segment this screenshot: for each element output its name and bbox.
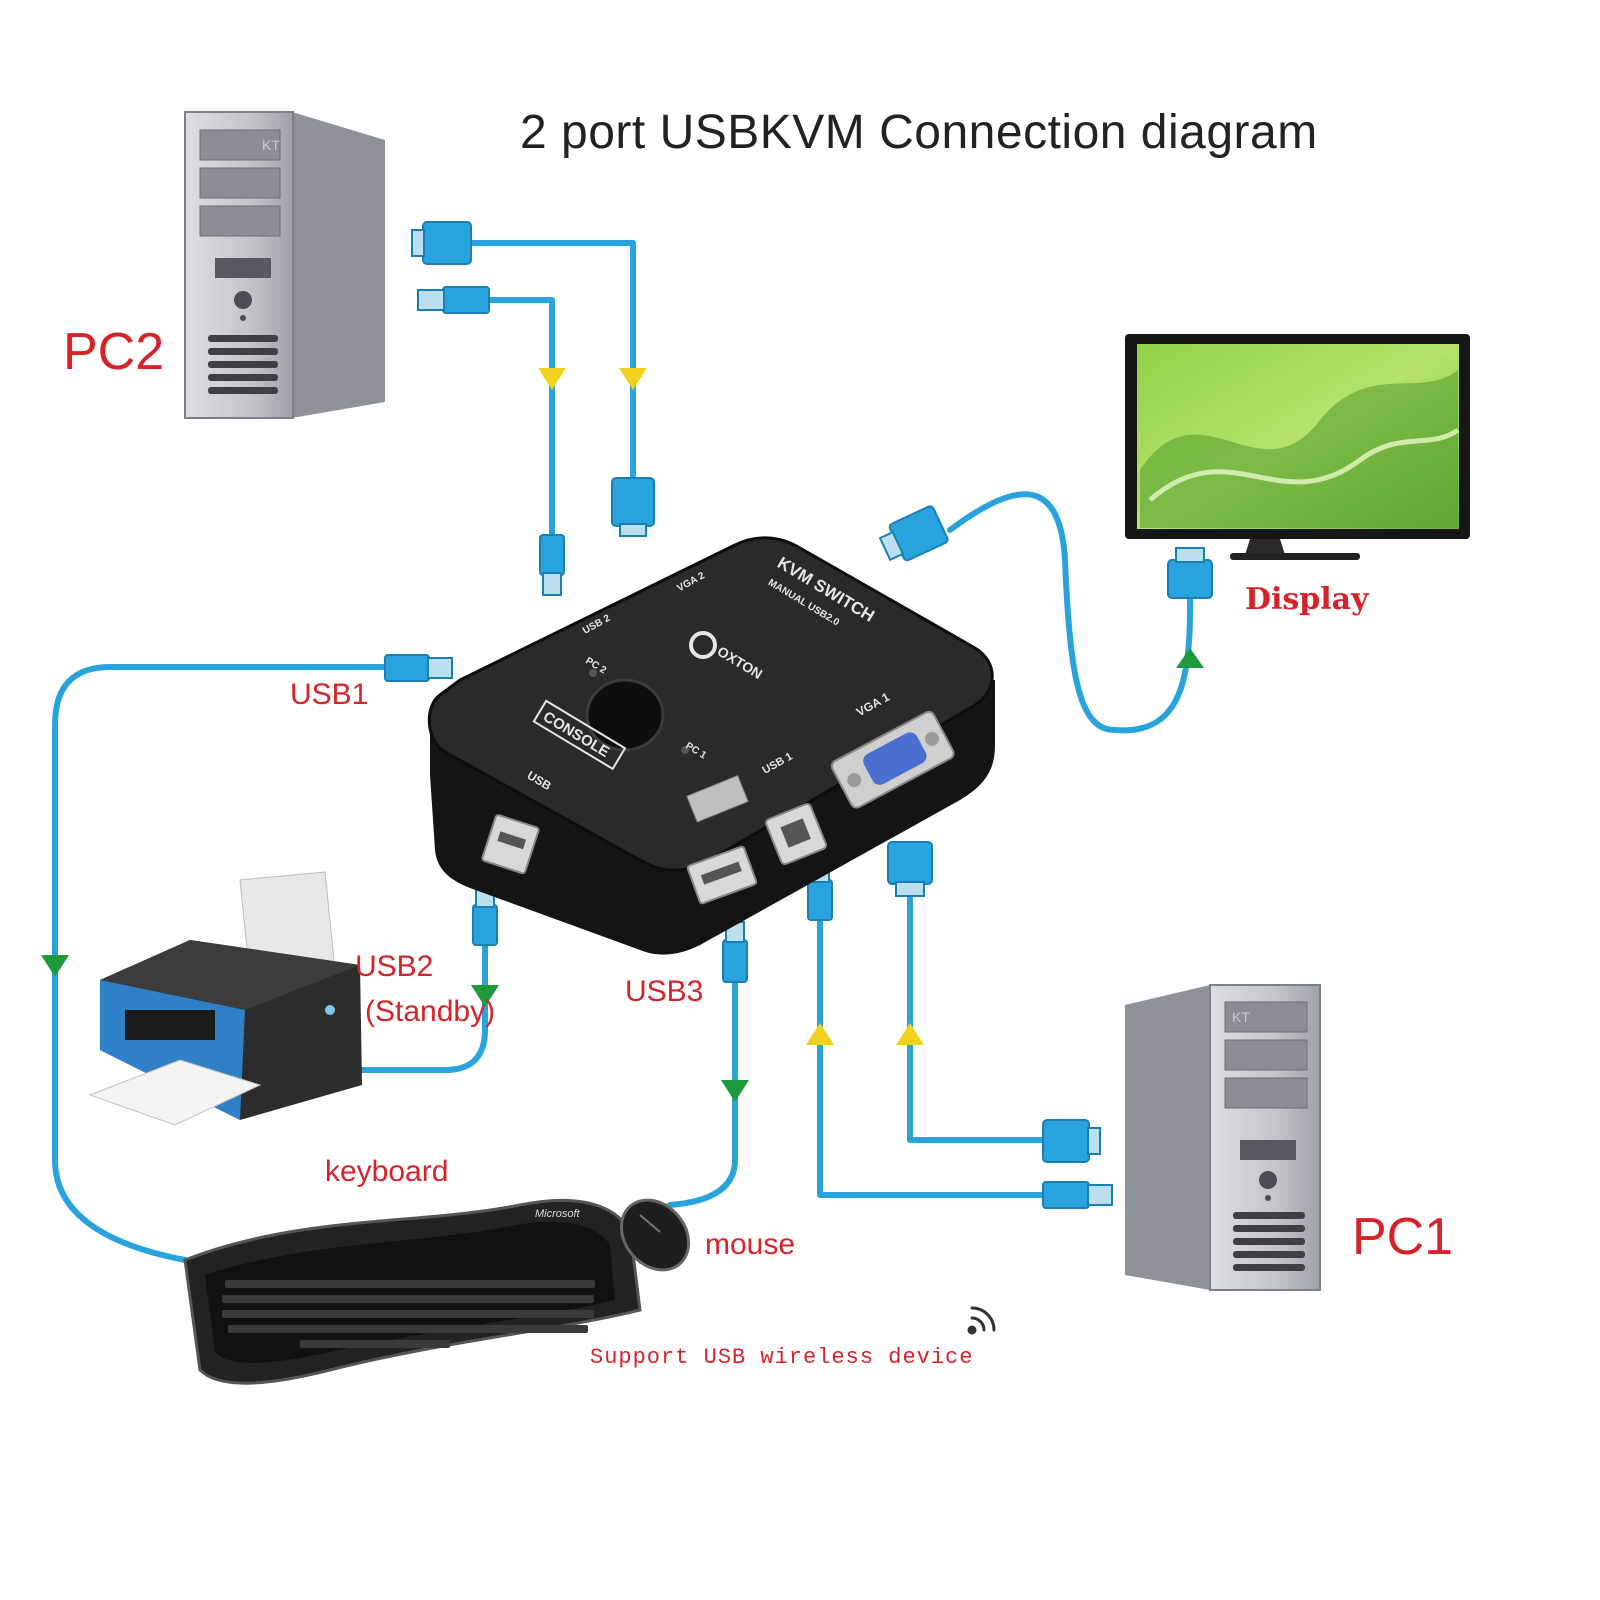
pc1-tower: KT <box>1125 984 1321 1291</box>
kvm-switch: KVM SWITCH MANUAL USB2.0 OXTON CONSOLE U… <box>427 536 995 955</box>
label-usb2-standby: (Standby) <box>365 995 496 1028</box>
vga-plug-icon <box>411 221 472 265</box>
mouse-usb3-cable <box>667 957 738 1208</box>
vga-plug-icon <box>878 505 949 562</box>
label-wireless-support: Support USB wireless device <box>590 1345 974 1370</box>
label-usb3: USB3 <box>625 975 704 1008</box>
usb-plug-icon <box>1042 1181 1113 1209</box>
diagram-title: 2 port USBKVM Connection diagram <box>520 106 1318 159</box>
keyboard-brand: Microsoft <box>535 1208 581 1220</box>
case-mark: KT <box>262 137 280 153</box>
pc1-usb-cable <box>817 897 1053 1198</box>
usb-plug-icon <box>539 534 565 596</box>
vga-plug-icon <box>887 841 933 897</box>
arrow-down-green-icon <box>721 1080 749 1102</box>
label-usb2: USB2 <box>355 950 434 983</box>
label-usb1: USB1 <box>290 678 369 711</box>
mouse-device <box>619 1198 691 1272</box>
vent-icon <box>686 774 749 823</box>
pc1-vga-cable <box>907 867 1053 1143</box>
label-pc1: PC1 <box>1352 1208 1454 1266</box>
label-mouse: mouse <box>705 1228 796 1261</box>
pc2-usb-cable <box>485 297 555 543</box>
arrow-up-green-icon <box>1176 648 1204 668</box>
vga-plug-icon <box>1167 547 1213 599</box>
usb-plug-icon <box>384 654 453 682</box>
printer-usb2-cable <box>357 932 488 1073</box>
keyboard-usb1-cable <box>52 664 393 1263</box>
flow-arrows <box>41 368 1204 1102</box>
pc2-vga-cable <box>467 240 636 483</box>
arrow-down-yellow-icon <box>619 368 647 390</box>
display-vga-cable <box>947 491 1193 734</box>
pc2-tower: KT <box>184 111 385 419</box>
case-mark: KT <box>1232 1009 1250 1025</box>
monitor <box>1125 334 1470 560</box>
printer <box>88 871 362 1126</box>
vga-plug-icon <box>611 477 655 537</box>
usb-plug-icon <box>417 286 490 314</box>
keyboard-device: Microsoft <box>183 1198 642 1385</box>
label-display: Display <box>1245 582 1369 617</box>
arrow-down-green-icon <box>471 985 499 1007</box>
cables <box>52 240 1193 1263</box>
wireless-icon <box>967 1306 996 1335</box>
label-keyboard: keyboard <box>325 1155 449 1188</box>
arrow-up-yellow-icon <box>896 1023 924 1045</box>
label-pc2: PC2 <box>63 323 165 381</box>
arrow-down-green-icon <box>41 955 69 977</box>
vga-plug-icon <box>1042 1119 1101 1163</box>
arrow-up-yellow-icon <box>806 1023 834 1045</box>
connectors <box>384 221 1213 1209</box>
brand-logo-icon <box>689 631 717 659</box>
vga-port-icon <box>830 710 955 809</box>
arrow-down-yellow-icon <box>538 368 566 390</box>
usb-plug-icon <box>722 921 748 983</box>
